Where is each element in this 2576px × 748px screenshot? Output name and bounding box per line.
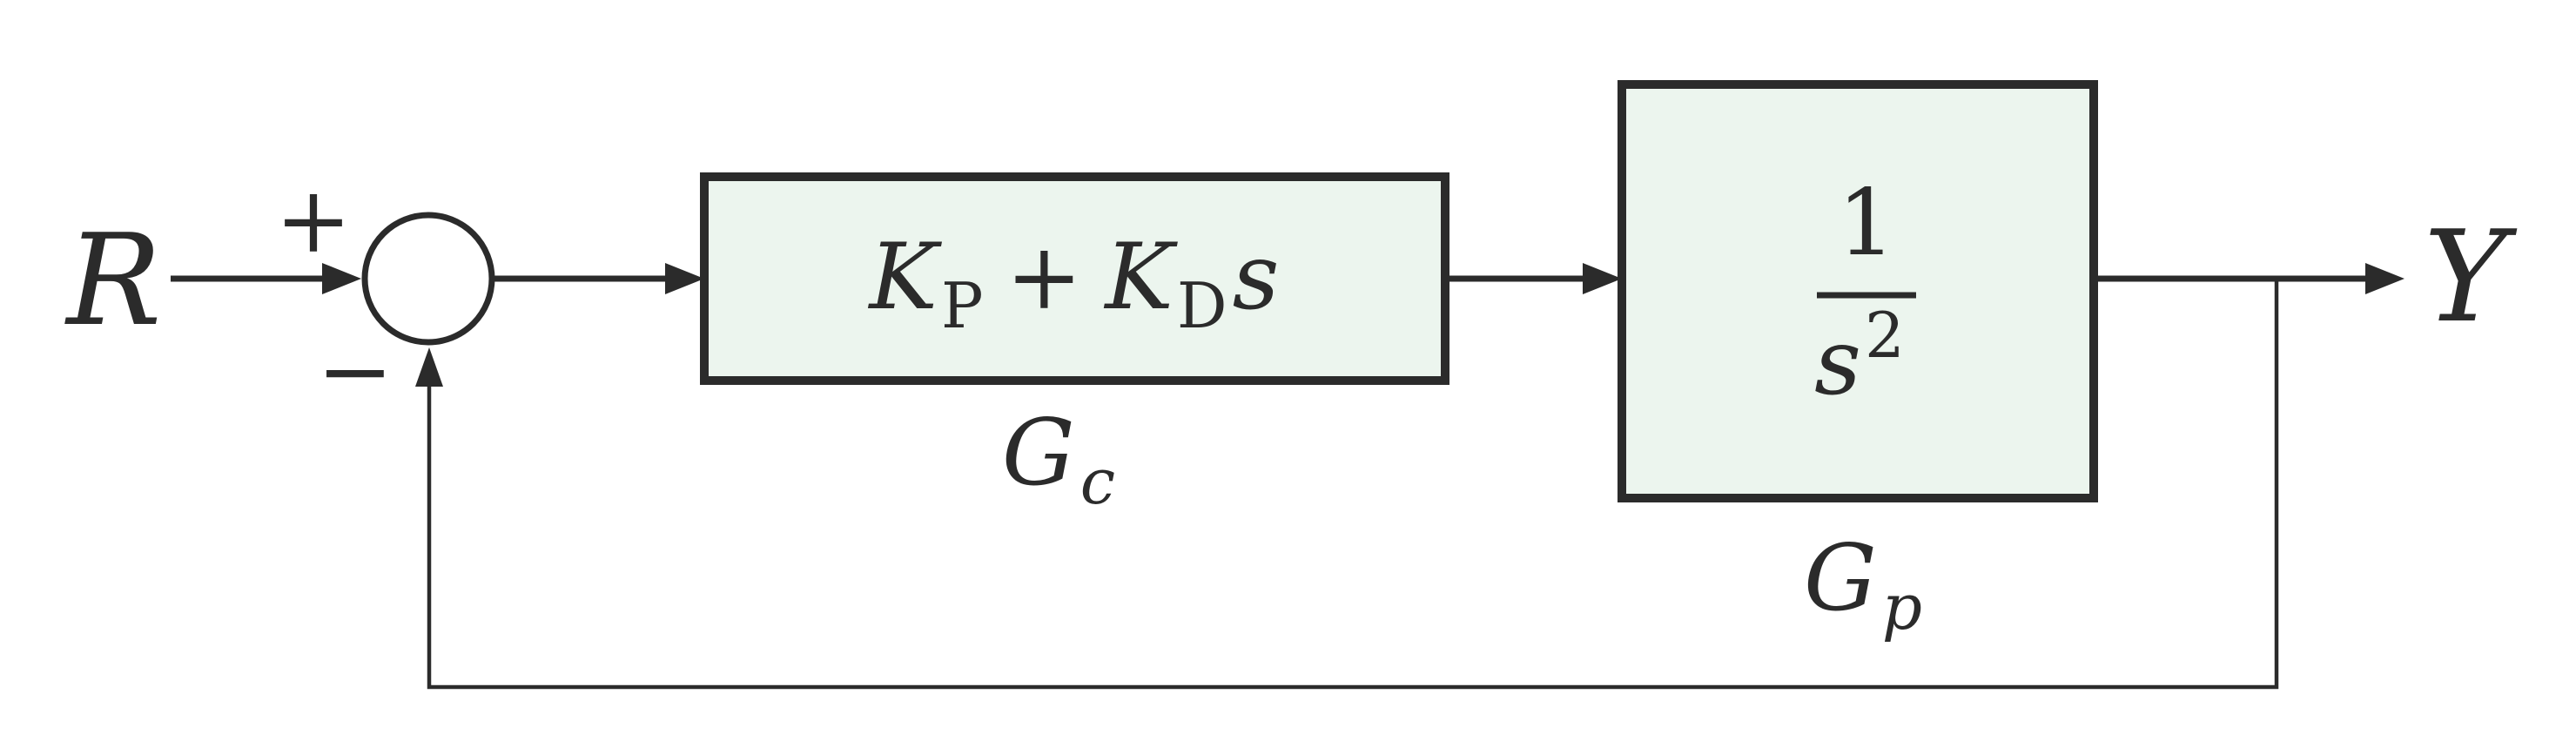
plant-numerator: 1	[1838, 170, 1896, 276]
arrowhead-into-output	[2365, 263, 2404, 294]
plus-sign: +	[275, 167, 352, 273]
minus-sign: −	[317, 318, 393, 424]
input-label-R: R	[64, 207, 161, 354]
feedback-wire	[427, 280, 2279, 690]
plant-block	[1618, 80, 2098, 502]
summing-junction-circle	[361, 212, 495, 346]
plant-denominator: s2	[1814, 299, 1905, 415]
controller-label-Gc: Gc	[1002, 400, 1115, 518]
arrowhead-into-plant	[1583, 263, 1622, 294]
controller-block	[700, 172, 1449, 385]
output-label-Y: Y	[2424, 204, 2518, 351]
plant-label-Gp: Gp	[1804, 525, 1922, 644]
arrowhead-into-controller	[665, 263, 704, 294]
arrowhead-into-summing-junction-bottom	[415, 347, 443, 387]
arrowhead-into-summing-junction	[322, 263, 361, 294]
controller-expression: KP+KDs	[868, 224, 1280, 342]
